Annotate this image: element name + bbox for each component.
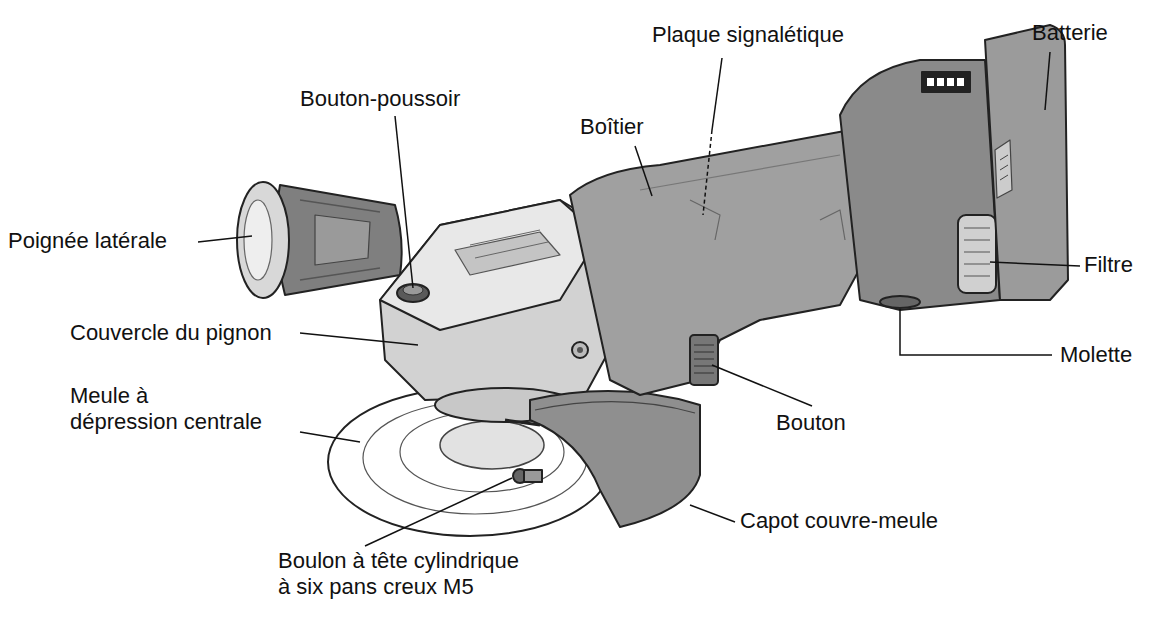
illustration-part xyxy=(524,470,542,482)
illustration-part xyxy=(300,432,360,442)
part-label: Meule à dépression centrale xyxy=(70,383,262,435)
dial xyxy=(880,296,920,308)
slide-switch xyxy=(690,335,718,385)
illustration-part xyxy=(440,421,544,469)
illustration-part xyxy=(990,262,1080,266)
illustration-part xyxy=(276,185,402,295)
illustration-part xyxy=(395,116,413,288)
illustration-part xyxy=(470,230,548,258)
illustration-part xyxy=(572,342,588,358)
part-label: Boulon à tête cylindrique à six pans cre… xyxy=(278,548,519,600)
illustration-part xyxy=(300,200,380,280)
part-label: Bouton-poussoir xyxy=(300,86,460,112)
illustration-part xyxy=(577,347,583,353)
illustration-part xyxy=(690,200,720,240)
illustration-part xyxy=(1000,155,1008,180)
illustration-part xyxy=(244,200,272,280)
motor-housing xyxy=(570,130,870,395)
illustration-part xyxy=(995,140,1012,198)
illustration-part xyxy=(958,215,996,293)
illustration-part xyxy=(380,200,600,330)
illustration-part xyxy=(690,505,735,522)
part-label: Batterie xyxy=(1032,20,1108,46)
illustration-part xyxy=(400,412,564,492)
illustration-part xyxy=(840,60,1000,310)
illustration-part xyxy=(947,78,954,86)
illustration-part xyxy=(535,402,695,413)
part-label: Poignée latérale xyxy=(8,228,167,254)
illustration-part xyxy=(985,25,1068,300)
illustration-part xyxy=(820,210,845,240)
illustration-part xyxy=(964,228,990,276)
illustration-part xyxy=(300,333,418,345)
illustration-part xyxy=(1045,52,1050,110)
illustration-part xyxy=(900,309,1052,355)
part-label: Couvercle du pignon xyxy=(70,320,272,346)
illustration-part xyxy=(635,146,652,196)
part-label: Capot couvre-meule xyxy=(740,508,938,534)
illustration-part xyxy=(455,232,560,275)
illustration-part xyxy=(530,391,700,527)
rear-housing xyxy=(840,60,1000,310)
illustration-part xyxy=(237,182,289,298)
illustration-part xyxy=(505,420,540,425)
illustration-part xyxy=(570,130,870,395)
filter-grille xyxy=(958,215,996,293)
illustration-part xyxy=(640,155,840,190)
wheel-guard xyxy=(505,391,700,527)
illustration-part xyxy=(712,58,722,130)
illustration-part xyxy=(712,365,812,406)
part-label: Bouton xyxy=(776,410,846,436)
battery-pack xyxy=(985,25,1068,300)
illustration-part xyxy=(690,335,718,385)
part-label: Plaque signalétique xyxy=(652,22,844,48)
grinder xyxy=(237,25,1068,536)
side-handle xyxy=(237,182,402,298)
illustration-part xyxy=(315,215,370,265)
part-label: Filtre xyxy=(1084,252,1133,278)
illustration-part xyxy=(957,78,964,86)
illustration-part xyxy=(198,236,252,242)
leader-lines xyxy=(198,52,1080,546)
illustration-part xyxy=(922,72,970,92)
illustration-part xyxy=(365,478,512,546)
illustration-part xyxy=(694,345,714,373)
part-label: Molette xyxy=(1060,342,1132,368)
illustration-part xyxy=(927,78,934,86)
part-label: Boîtier xyxy=(580,114,644,140)
illustration-part xyxy=(703,130,712,215)
illustration-part xyxy=(937,78,944,86)
